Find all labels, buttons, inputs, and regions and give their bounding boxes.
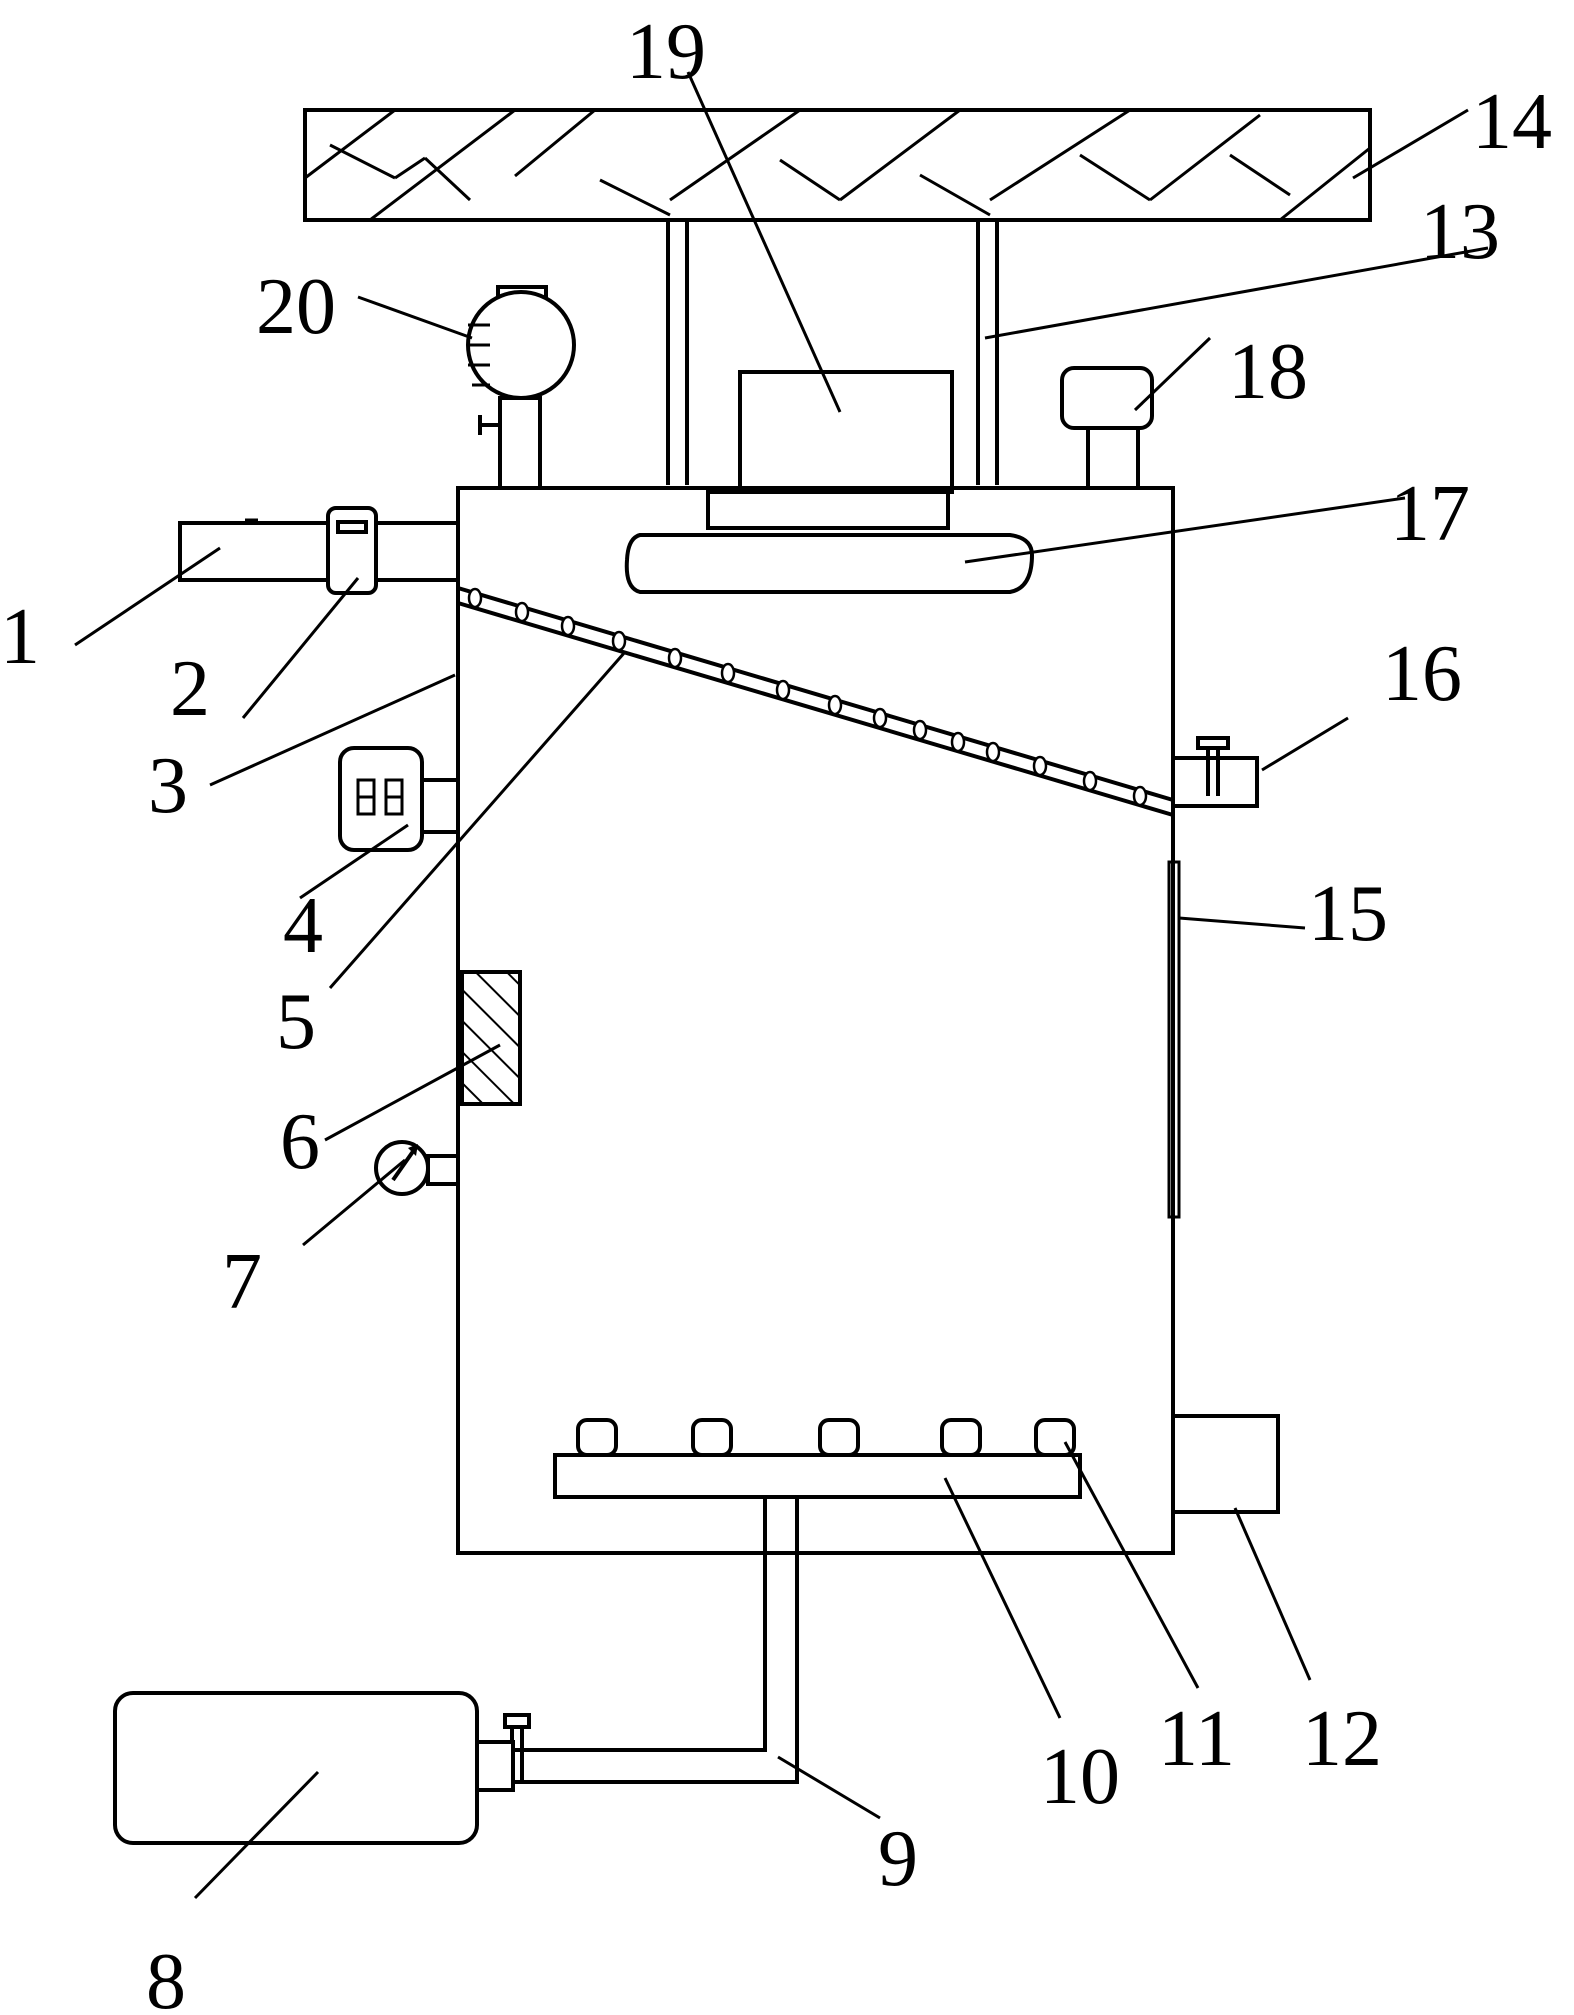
support-posts: [666, 220, 999, 485]
label-2: 2: [170, 645, 210, 733]
pressure-gauge: [374, 1140, 460, 1196]
label-6: 6: [280, 1098, 320, 1186]
label-11: 11: [1158, 1695, 1235, 1783]
label-1: 1: [0, 593, 40, 681]
aeration-distributor: [553, 1418, 1082, 1499]
sight-glass: [1167, 860, 1181, 1219]
label-7: 7: [222, 1238, 262, 1326]
top-panel: [303, 108, 1372, 222]
outlet-box: [1171, 1414, 1280, 1514]
label-14: 14: [1472, 78, 1552, 166]
label-9: 9: [878, 1815, 918, 1903]
control-box: [338, 746, 460, 852]
leader-lines: [74, 71, 1489, 1900]
inlet-pipe: [178, 506, 460, 595]
label-17: 17: [1390, 470, 1470, 558]
hatched-block: [460, 970, 522, 1106]
label-15: 15: [1308, 870, 1388, 958]
label-8: 8: [146, 1938, 186, 2015]
perforated-plate: [457, 586, 1174, 817]
label-19: 19: [626, 8, 706, 96]
connecting-pipe: [477, 1497, 799, 1784]
tank-body: [456, 486, 1175, 1555]
label-10: 10: [1040, 1733, 1120, 1821]
label-16: 16: [1382, 630, 1462, 718]
label-13: 13: [1420, 188, 1500, 276]
label-3: 3: [148, 742, 188, 830]
spray-disc: [624, 533, 1035, 594]
label-5: 5: [276, 978, 316, 1066]
dosing-bulb: [466, 285, 576, 490]
label-12: 12: [1302, 1695, 1382, 1783]
top-valve: [1060, 366, 1154, 490]
label-18: 18: [1228, 328, 1308, 416]
part-labels: 1 2 3 4 5 6 7 8 9 10 11 12 13 14 15 16 1…: [0, 8, 1552, 2015]
label-4: 4: [283, 882, 323, 970]
side-valve: [1171, 736, 1259, 808]
gas-tank: [113, 1691, 515, 1845]
motor-box: [706, 370, 954, 530]
label-20: 20: [256, 263, 336, 351]
